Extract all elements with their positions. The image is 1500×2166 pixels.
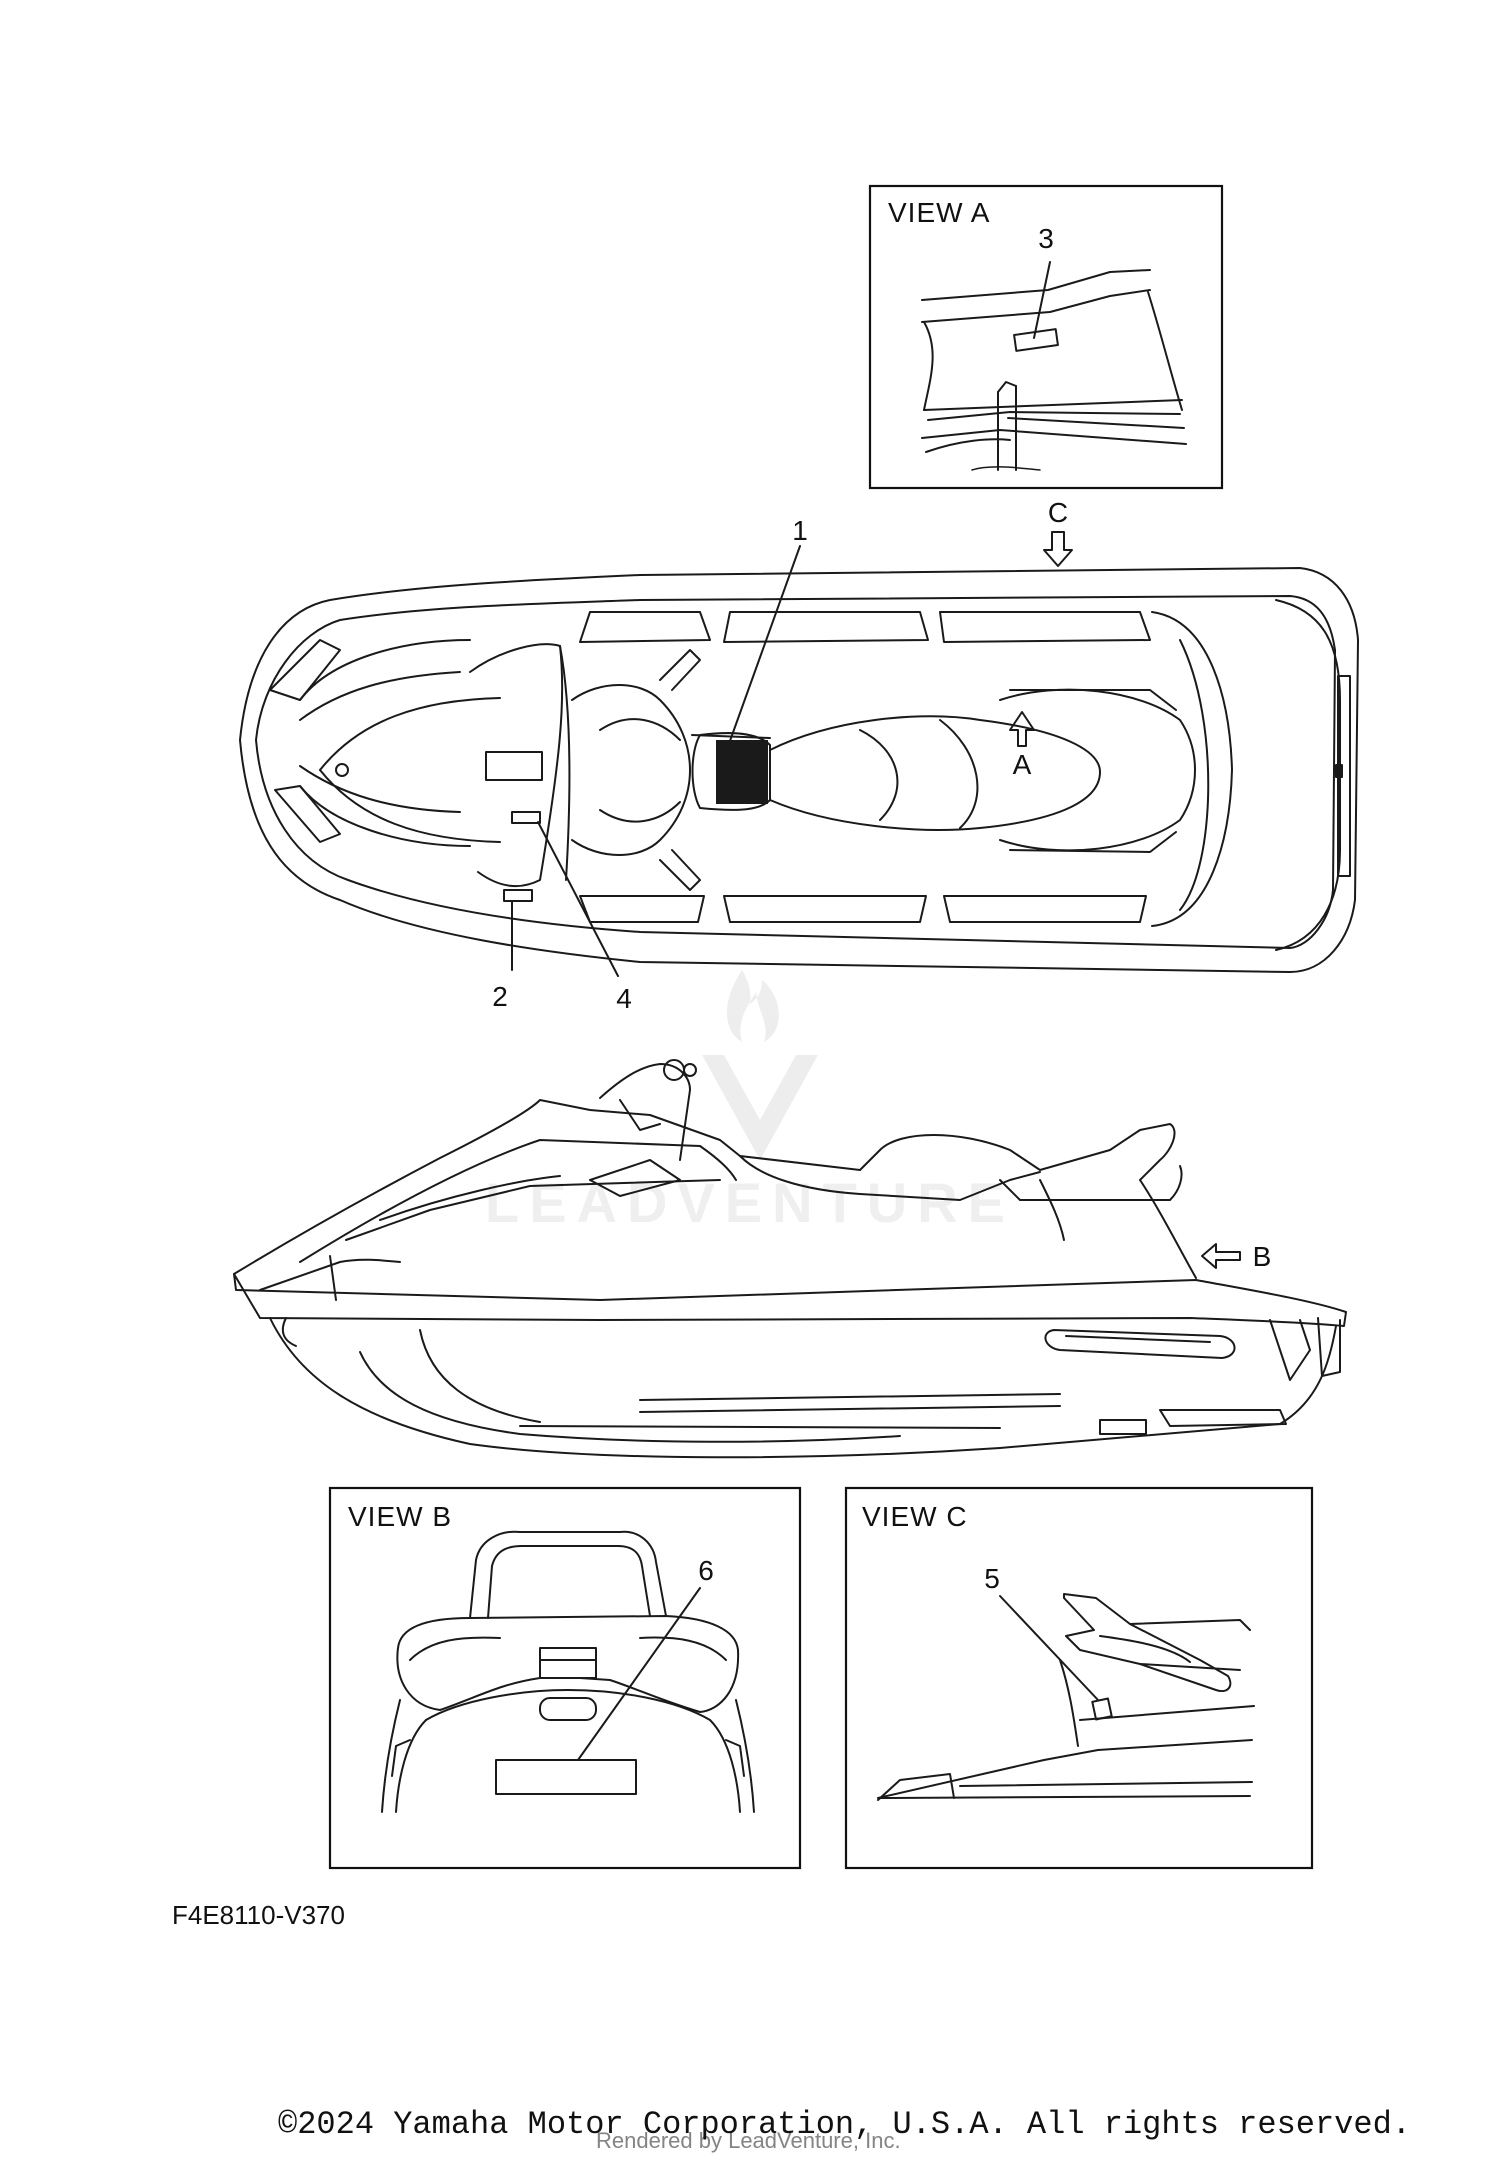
view-c-panel: VIEW C 5 [844, 1486, 1314, 1870]
leader-line-1 [725, 545, 801, 753]
watermark-logo: LEADVENTURE [485, 970, 1015, 1234]
hood-vent [485, 751, 543, 781]
leader-line-6 [577, 1587, 701, 1761]
view-a-panel: VIEW A 3 [868, 184, 1224, 490]
leader-line-5 [999, 1595, 1099, 1701]
seat [769, 715, 1101, 831]
view-a-label: VIEW A [888, 197, 990, 228]
hull-bottom [269, 1317, 1337, 1459]
decal-5-side-rect [1099, 1419, 1147, 1435]
hull-rub-rail [233, 1273, 1347, 1327]
view-c-frame [844, 1486, 1314, 1870]
v-mark-icon [702, 1055, 818, 1160]
side-vent-front [589, 1159, 681, 1197]
handlebar [599, 1063, 691, 1161]
decal-4-rect [511, 811, 541, 824]
callout-1: 1 [792, 515, 808, 546]
marker-a-label: A [1013, 749, 1032, 780]
marker-b-label: B [1253, 1241, 1272, 1272]
view-a-rail-top [921, 269, 1151, 301]
leader-line-3 [1033, 261, 1051, 339]
view-b-panel: VIEW B 6 [328, 1486, 802, 1870]
decal-2-rect [503, 889, 533, 902]
watermark-text: LEADVENTURE [485, 1171, 1015, 1234]
meter-console [691, 732, 771, 811]
decal-1-area [716, 740, 768, 804]
figure-code: F4E8110-V370 [172, 1900, 345, 1930]
copyright-notice: ©2024 Yamaha Motor Corporation, U.S.A. A… [278, 2106, 1411, 2143]
view-b-frame [328, 1486, 802, 1870]
view-a-frame [868, 184, 1224, 490]
leader-line-4 [537, 821, 619, 977]
callout-6: 6 [698, 1555, 714, 1586]
bow-eye [335, 763, 349, 777]
view-c-seat-handle [1063, 1593, 1232, 1692]
top-view: C [239, 497, 1359, 1014]
deck-profile [233, 1099, 1197, 1279]
side-view: B [233, 1059, 1347, 1459]
arrow-left-icon [1201, 1243, 1241, 1269]
side-vent [1044, 1329, 1236, 1359]
callout-2: 2 [492, 981, 508, 1012]
marker-c-label: C [1048, 497, 1068, 528]
arrow-down-icon [1043, 531, 1073, 567]
view-c-decal-5 [1091, 1697, 1113, 1721]
view-b-decal-6 [495, 1759, 637, 1795]
arrow-up-icon [1009, 711, 1035, 747]
view-c-label: VIEW C [862, 1501, 968, 1532]
view-b-emblem [539, 1697, 597, 1721]
view-b-label: VIEW B [348, 1501, 452, 1532]
view-b-deck [396, 1615, 740, 1713]
flame-icon [727, 970, 779, 1042]
callout-4: 4 [616, 983, 632, 1014]
hull-outline [239, 567, 1359, 973]
view-b-grab-handle [469, 1530, 667, 1619]
callout-5: 5 [984, 1563, 1000, 1594]
rendered-by-text: Rendered by LeadVenture, Inc. [596, 2128, 901, 2153]
callout-3: 3 [1038, 223, 1054, 254]
